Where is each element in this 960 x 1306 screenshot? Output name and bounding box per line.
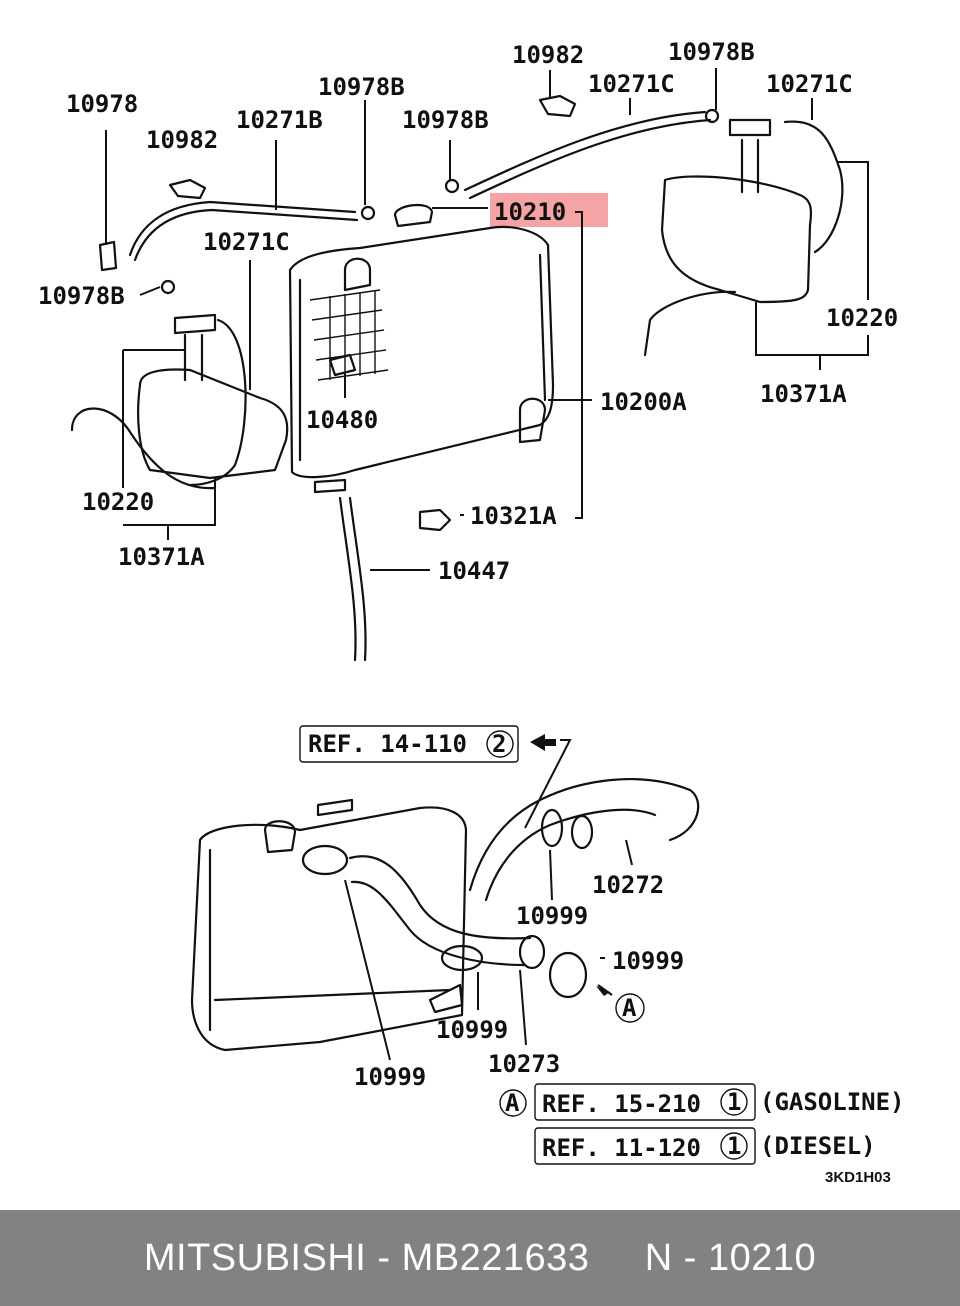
brand-name: MITSUBISHI [143,1236,367,1279]
callout-10999-a[interactable]: 10999 [516,902,588,930]
radiator-bottom [190,798,468,1052]
callout-10978b-left[interactable]: 10978B [38,282,125,310]
callout-10271c-left[interactable]: 10271C [203,228,290,256]
callout-10200a[interactable]: 10200A [600,388,687,416]
callout-10978[interactable]: 10978 [66,90,138,118]
callout-10999-b[interactable]: 10999 [612,947,684,975]
footer-separator-2: - [672,1236,708,1279]
ref-box-frame [299,725,519,763]
callout-10982-left[interactable]: 10982 [146,126,218,154]
leader-lines-top [105,68,869,571]
callout-10371a-right[interactable]: 10371A [760,380,847,408]
ref-diesel-frame [534,1127,756,1165]
ref-gasoline-circle-number: 1 [727,1088,741,1116]
ref-gasoline-frame [534,1083,756,1121]
callout-10271b[interactable]: 10271B [236,106,323,134]
reservoir-right [643,118,844,357]
callout-10220-left[interactable]: 10220 [82,488,154,516]
callout-10447[interactable]: 10447 [438,557,510,585]
leader-lines-bottom [344,739,633,1061]
callout-10978b-right[interactable]: 10978B [668,38,755,66]
callout-10480[interactable]: 10480 [306,406,378,434]
ref-top-text: REF. 14-110 [308,730,467,758]
position-number: 10210 [707,1236,817,1279]
ref-diesel-text: REF. 11-120 [542,1134,701,1162]
hoses-top [128,110,712,662]
callout-10982-top[interactable]: 10982 [512,41,584,69]
clips-top [98,94,720,532]
ref-diesel-note: (DIESEL) [760,1132,876,1160]
callout-10272[interactable]: 10272 [592,871,664,899]
cooling-system-diagram: REF. 14-110 2 A A REF. 15-210 1 (GASOLIN… [38,38,905,1186]
position-label: N [644,1236,673,1279]
marker-a: A [596,986,645,1023]
clamps-bottom [301,808,588,999]
ref-gasoline: A REF. 15-210 1 (GASOLINE) [499,1083,905,1121]
callout-10978b-top[interactable]: 10978B [318,73,405,101]
callout-10999-d[interactable]: 10999 [354,1063,426,1091]
marker-a-circle [615,993,645,1023]
ref-gasoline-note: (GASOLINE) [760,1088,905,1116]
ref-diesel: REF. 11-120 1 (DIESEL) [534,1127,876,1165]
ref-arrow-icon [530,734,556,751]
marker-a-text: A [622,994,637,1022]
arrow-a-icon [596,986,610,996]
drawing-code: 3KD1H03 [825,1169,891,1186]
callout-10210-selected[interactable]: 10210 [494,198,566,226]
callout-10220-right[interactable]: 10220 [826,304,898,332]
ref-top-circle-number: 2 [492,730,506,758]
ref-box-top: REF. 14-110 2 [299,725,556,763]
callout-10999-c[interactable]: 10999 [436,1016,508,1044]
part-number: MB221633 [401,1236,590,1279]
callout-10321a[interactable]: 10321A [470,502,557,530]
ref-gasoline-circle [720,1088,748,1116]
callout-10271c-right[interactable]: 10271C [766,70,853,98]
footer-gap [589,1237,644,1280]
ref-top-circle [486,730,514,758]
callout-10273[interactable]: 10273 [488,1050,560,1078]
reservoir-left [70,313,289,490]
ref-diesel-circle [720,1132,748,1160]
callout-10978b-mid[interactable]: 10978B [402,106,489,134]
radiator-top [288,203,555,494]
hoses-bottom [348,777,700,970]
selected-part-highlight [490,193,608,227]
ref-gasoline-text: REF. 15-210 [542,1090,701,1118]
callout-labels: 10978 10982 10271B 10978B 10978B 10982 1… [38,38,898,1091]
part-info-footer: MITSUBISHI - MB221633 N - 10210 [0,1210,960,1306]
ref-gasoline-marker: A [505,1089,520,1117]
ref-diesel-circle-number: 1 [727,1132,741,1160]
ref-gasoline-marker-circle [499,1089,527,1117]
footer-separator: - [366,1236,402,1279]
callout-10271c-top[interactable]: 10271C [588,70,675,98]
callout-10371a-left[interactable]: 10371A [118,543,205,571]
